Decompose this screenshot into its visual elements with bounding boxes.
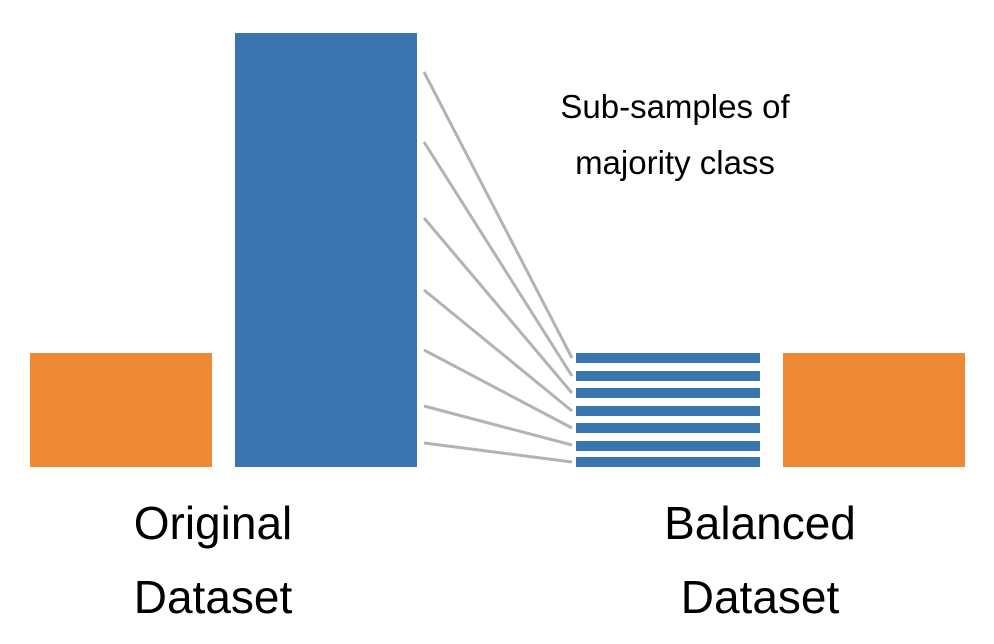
connector-line (422, 217, 574, 394)
balanced-dataset-label-line-1: Balanced (664, 497, 856, 549)
sub-sample-strip (576, 353, 760, 363)
connector-line (423, 348, 573, 430)
connector-line (423, 288, 573, 413)
original-majority-class-block (235, 33, 417, 467)
sub-sample-strip (576, 370, 760, 381)
connector-line (423, 404, 573, 447)
connector-line (423, 441, 573, 464)
sub-sample-strip (576, 457, 760, 467)
sub-sample-strip (576, 388, 760, 398)
sub-sample-strip (576, 405, 760, 416)
balanced-minority-class-block (783, 353, 965, 467)
sub-sample-strip (576, 440, 760, 451)
connector-line (422, 141, 574, 377)
annotation-line-1: Sub-samples of (560, 88, 790, 125)
balanced-dataset-label-line-2: Dataset (680, 571, 840, 623)
original-minority-class-block (30, 353, 212, 467)
original-dataset-label-line-2: Dataset (133, 571, 293, 623)
original-dataset-label-line-1: Original (133, 497, 293, 549)
sub-sample-strip (576, 423, 760, 433)
annotation-line-2: majority class (575, 144, 775, 181)
connector-line (422, 71, 574, 359)
